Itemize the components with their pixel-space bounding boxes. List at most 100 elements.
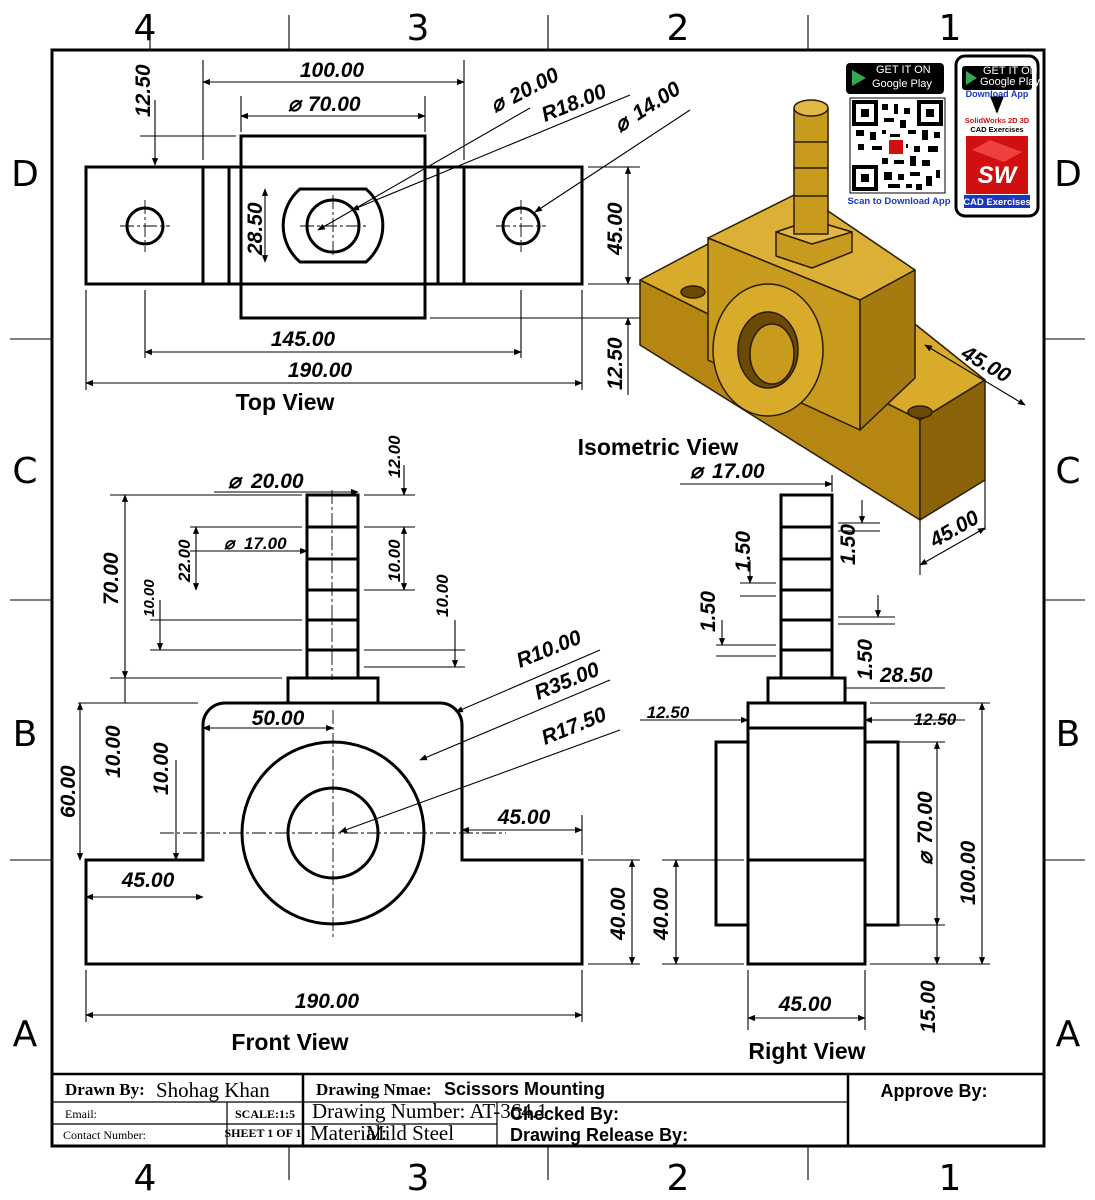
- zone-col-bottom-1: 1: [939, 1158, 962, 1199]
- zone-row-left-d: D: [11, 154, 39, 195]
- zone-row-left-c: C: [12, 451, 37, 492]
- zone-col-bottom-4: 4: [134, 1158, 157, 1199]
- top-view-label: Top View: [236, 389, 335, 415]
- drawn-by-value: Shohag Khan: [156, 1078, 270, 1102]
- zone-row-right-d: D: [1054, 154, 1082, 195]
- drawing-name-value: Scissors Mounting: [444, 1079, 605, 1099]
- top-dim-dia14-symbol: ⌀: [610, 110, 635, 137]
- right-view-label: Right View: [748, 1038, 865, 1064]
- top-dim-190: 190.00: [288, 359, 353, 382]
- right-dim-1-50-b: 1.50: [837, 524, 860, 565]
- right-dim-100: 100.00: [957, 840, 980, 905]
- iso-dimension-lines: [919, 344, 1026, 575]
- top-view: [84, 134, 584, 320]
- front-dim-10-groove: 10.00: [141, 579, 158, 617]
- material-label: Material:: [310, 1121, 387, 1145]
- front-dim-dia17-symbol: ⌀: [224, 534, 237, 553]
- zone-col-top-4: 4: [134, 8, 157, 49]
- top-dim-145: 145.00: [271, 328, 336, 351]
- front-view-label: Front View: [231, 1029, 348, 1055]
- zone-col-top-1: 1: [939, 8, 962, 49]
- isometric-view-label: Isometric View: [578, 434, 739, 460]
- front-dim-dia20-symbol: ⌀: [228, 470, 243, 493]
- front-dim-10-shaft: 10.00: [385, 539, 404, 582]
- right-dim-12-50-right: 12.50: [914, 710, 957, 729]
- svg-text:SW: SW: [978, 162, 1019, 189]
- zone-row-right-c: C: [1055, 451, 1080, 492]
- zone-row-left-b: B: [13, 714, 38, 755]
- front-dim-190: 190.00: [295, 990, 360, 1013]
- front-dim-45-left: 45.00: [121, 869, 175, 892]
- svg-text:SolidWorks 2D 3D: SolidWorks 2D 3D: [965, 116, 1030, 125]
- scale-value: SCALE:1:5: [235, 1107, 295, 1121]
- front-dim-12: 12.00: [385, 435, 404, 478]
- right-view-dimension-lines: [640, 475, 990, 1030]
- svg-text:Google Play: Google Play: [980, 76, 1040, 88]
- google-play-badge[interactable]: GET IT ON Google Play: [846, 63, 944, 94]
- svg-text:Google Play: Google Play: [872, 78, 932, 90]
- front-dim-10-right: 10.00: [433, 574, 452, 617]
- front-view-dimension-lines: [76, 465, 640, 1022]
- qr-code[interactable]: [849, 97, 946, 194]
- checked-by-label: Checked By:: [510, 1104, 619, 1124]
- right-dim-dia17-symbol: ⌀: [690, 460, 705, 483]
- app-promo-card[interactable]: GET IT ON Google Play Download App Solid…: [954, 54, 1040, 218]
- right-dim-1-50-a: 1.50: [732, 531, 755, 572]
- top-dim-28-50: 28.50: [244, 202, 267, 256]
- sheet-number: SHEET 1 OF 1: [224, 1126, 301, 1140]
- front-dim-70: 70.00: [100, 552, 123, 605]
- zone-row-right-a: A: [1056, 1014, 1081, 1055]
- isometric-model: [639, 99, 986, 521]
- right-dim-1-50-d: 1.50: [854, 639, 877, 680]
- drawn-by-label: Drawn By:: [65, 1080, 145, 1099]
- front-dim-22: 22.00: [175, 539, 194, 583]
- drawing-number: Drawing Number: AT-364.1: [312, 1099, 547, 1123]
- top-dim-dia20-symbol: ⌀: [487, 90, 511, 117]
- front-dim-45-right: 45.00: [497, 806, 551, 829]
- top-dim-45: 45.00: [604, 202, 627, 256]
- zone-col-bottom-2: 2: [667, 1158, 690, 1199]
- top-dim-100: 100.00: [300, 59, 365, 82]
- front-dim-10-collar: 10.00: [102, 725, 125, 778]
- right-dim-40: 40.00: [650, 887, 673, 941]
- svg-text:Download App: Download App: [966, 89, 1029, 99]
- right-dim-28-50: 28.50: [879, 664, 933, 687]
- top-dim-12-50-right: 12.50: [604, 337, 627, 390]
- drawing-name-label: Drawing Nmae:: [316, 1080, 432, 1099]
- top-dim-12-50-left: 12.50: [132, 64, 155, 117]
- contact-number-label: Contact Number:: [63, 1128, 146, 1142]
- zone-col-top-3: 3: [407, 8, 430, 49]
- svg-text:CAD Exercises: CAD Exercises: [970, 125, 1023, 134]
- approve-by-label: Approve By:: [880, 1081, 987, 1101]
- zone-row-right-b: B: [1056, 714, 1081, 755]
- front-dim-50: 50.00: [252, 707, 305, 730]
- scan-to-download-text[interactable]: Scan to Download App: [847, 196, 950, 207]
- right-dim-45: 45.00: [778, 993, 832, 1016]
- front-dim-dia20: 20.00: [250, 470, 304, 493]
- front-dim-40: 40.00: [607, 887, 630, 941]
- material-value: Mild Steel: [366, 1121, 454, 1145]
- right-dim-dia70-symbol: ⌀: [914, 850, 937, 865]
- right-dim-dia17: 17.00: [712, 460, 765, 483]
- zone-col-top-2: 2: [667, 8, 690, 49]
- zone-col-bottom-3: 3: [407, 1158, 430, 1199]
- svg-text:GET IT ON: GET IT ON: [876, 64, 931, 76]
- drawing-release-by-label: Drawing Release By:: [510, 1125, 688, 1145]
- front-dim-60: 60.00: [57, 765, 80, 818]
- right-view: [714, 493, 900, 966]
- top-dim-dia70: 70.00: [308, 93, 361, 116]
- top-dim-dia70-symbol: ⌀: [288, 93, 303, 116]
- front-dim-10-pad: 10.00: [150, 742, 173, 795]
- top-view-dimension-lines: [85, 60, 691, 395]
- title-block: [50, 1072, 1046, 1148]
- right-dim-12-50-left: 12.50: [647, 703, 690, 722]
- email-label: Email:: [65, 1107, 97, 1121]
- front-view: [84, 490, 584, 966]
- right-dim-1-50-c: 1.50: [697, 591, 720, 632]
- svg-text:GET IT ON: GET IT ON: [983, 65, 1038, 77]
- zone-row-left-a: A: [13, 1014, 38, 1055]
- right-dim-15: 15.00: [917, 980, 940, 1033]
- right-dim-dia70: 70.00: [914, 791, 937, 844]
- svg-text:CAD Exercises: CAD Exercises: [963, 197, 1031, 208]
